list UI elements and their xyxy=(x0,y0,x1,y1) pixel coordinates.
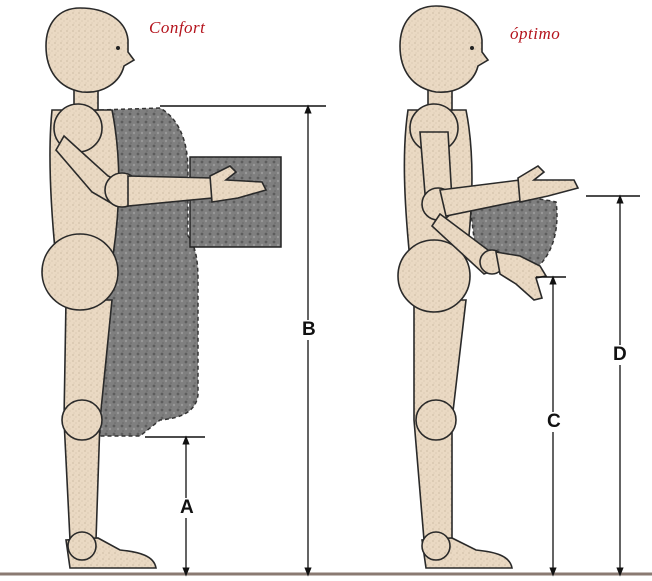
right-figure-head xyxy=(400,6,488,92)
dimension-d-label: D xyxy=(611,345,629,365)
title-optimo: óptimo xyxy=(510,24,560,44)
right-figure-eye xyxy=(470,46,474,50)
title-confort: Confort xyxy=(149,18,205,38)
right-figure-hand-upper xyxy=(518,166,578,202)
dimension-c-label: C xyxy=(545,412,563,432)
dimension-b-label: B xyxy=(300,320,318,340)
left-figure-knee xyxy=(62,400,102,440)
left-figure-eye xyxy=(116,46,120,50)
dimension-a-label: A xyxy=(178,498,196,518)
right-figure xyxy=(398,6,578,568)
right-figure-ankle xyxy=(422,532,450,560)
left-figure-head xyxy=(46,8,134,92)
left-figure-ankle xyxy=(68,532,96,560)
left-figure xyxy=(42,8,281,568)
right-figure-knee xyxy=(416,400,456,440)
left-figure-hip xyxy=(42,234,118,310)
